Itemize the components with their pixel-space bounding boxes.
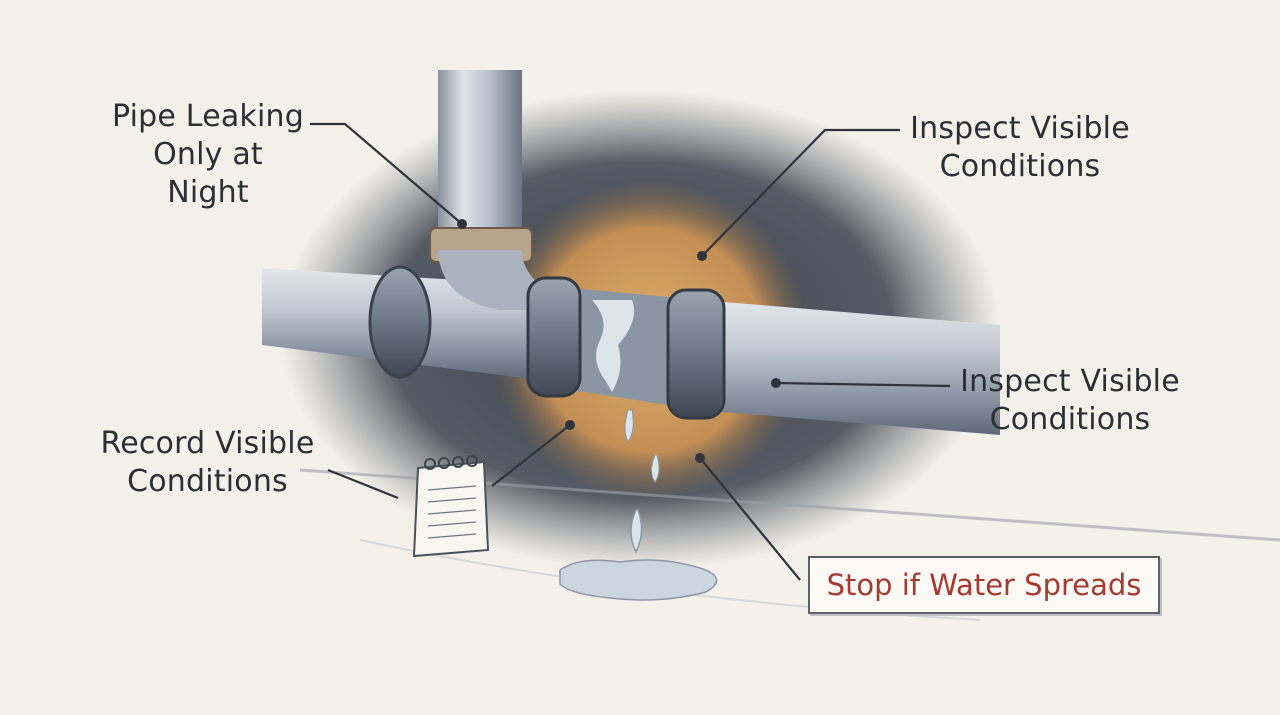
leader-inspect-mid: [775, 381, 951, 388]
label-pipe-leaking-line2: Only at Night: [153, 137, 263, 210]
label-inspect-top-line1: Inspect Visible: [910, 111, 1130, 146]
notepad-icon: [412, 455, 490, 558]
label-record-line2: Conditions: [127, 464, 288, 499]
left-coupling: [368, 265, 432, 379]
label-inspect-top-line2: Conditions: [939, 149, 1101, 184]
water-on-joint: [592, 300, 635, 392]
leader-inspect-top: [701, 128, 900, 257]
leader-warning: [699, 457, 801, 581]
puddle-icon: [559, 559, 718, 601]
warning-box: Stop if Water Spreads: [808, 556, 1160, 614]
horizontal-pipe-right: [700, 300, 1000, 435]
warning-text: Stop if Water Spreads: [826, 568, 1142, 602]
water-drip-icon: [651, 454, 660, 483]
vertical-pipe: [438, 70, 522, 250]
label-inspect-mid-line1: Inspect Visible: [960, 364, 1180, 399]
label-record: Record Visible Conditions: [100, 425, 315, 501]
leader-record-leak: [491, 424, 571, 487]
center-coupling-right: [666, 288, 726, 420]
label-inspect-mid-line2: Conditions: [989, 402, 1151, 437]
label-inspect-top: Inspect Visible Conditions: [905, 110, 1135, 186]
label-inspect-mid: Inspect Visible Conditions: [955, 363, 1185, 439]
label-pipe-leaking: Pipe Leaking Only at Night: [108, 98, 308, 212]
leader-pipe-leaking: [310, 122, 463, 225]
label-record-line1: Record Visible: [100, 426, 315, 461]
center-coupling-left: [526, 276, 582, 398]
label-pipe-leaking-line1: Pipe Leaking: [112, 99, 304, 134]
leader-record: [327, 468, 399, 500]
